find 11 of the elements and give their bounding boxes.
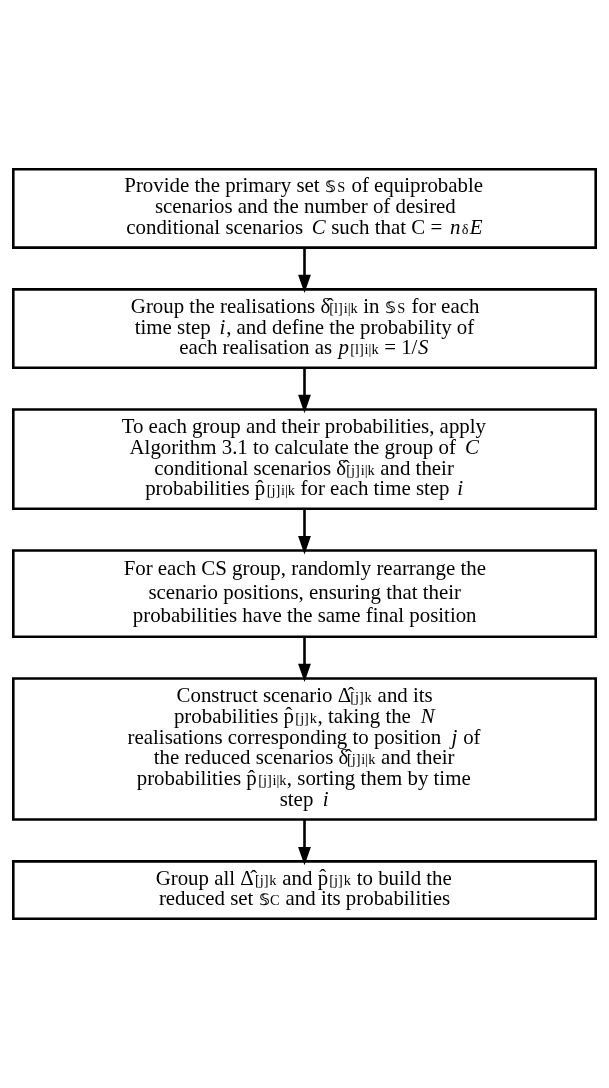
node-box: For each CS group, randomly rearrange the scenario positions, ensuring that their probabilities have the same final position xyxy=(12,549,597,638)
arrow xyxy=(298,508,311,555)
arrow xyxy=(298,819,311,866)
node-box: Group all Δ̂[j]k and p̂[j]k to build the reduced set 𝕤C and its probabilities xyxy=(12,860,597,921)
node-box: Construct scenario Δ̂[j]k and its probabilities p̂[j]k, taking the N realisations corresponding to position j of the reduced scenarios δ̂[j]i|k and their probabilities p̂[j]i|k, sorting them by time step i xyxy=(12,677,597,821)
node-box: To each group and their probabilities, apply Algorithm 3.1 to calculate the group of C conditional scenarios δ̂[j]i|k and their probabilities p̂[j]i|k for each time step i xyxy=(12,408,597,511)
arrow xyxy=(298,637,311,683)
node-box: Provide the primary set 𝕤S of equiprobable scenarios and the number of desired conditional scenarios C such that C = nδE xyxy=(12,167,597,249)
arrow xyxy=(298,248,311,293)
node-box: Group the realisations δ̂[l]i|k in 𝕤S for each time step i, and define the probability of each realisation as p[l]i|k = 1/S xyxy=(12,288,597,369)
arrow xyxy=(298,367,311,414)
